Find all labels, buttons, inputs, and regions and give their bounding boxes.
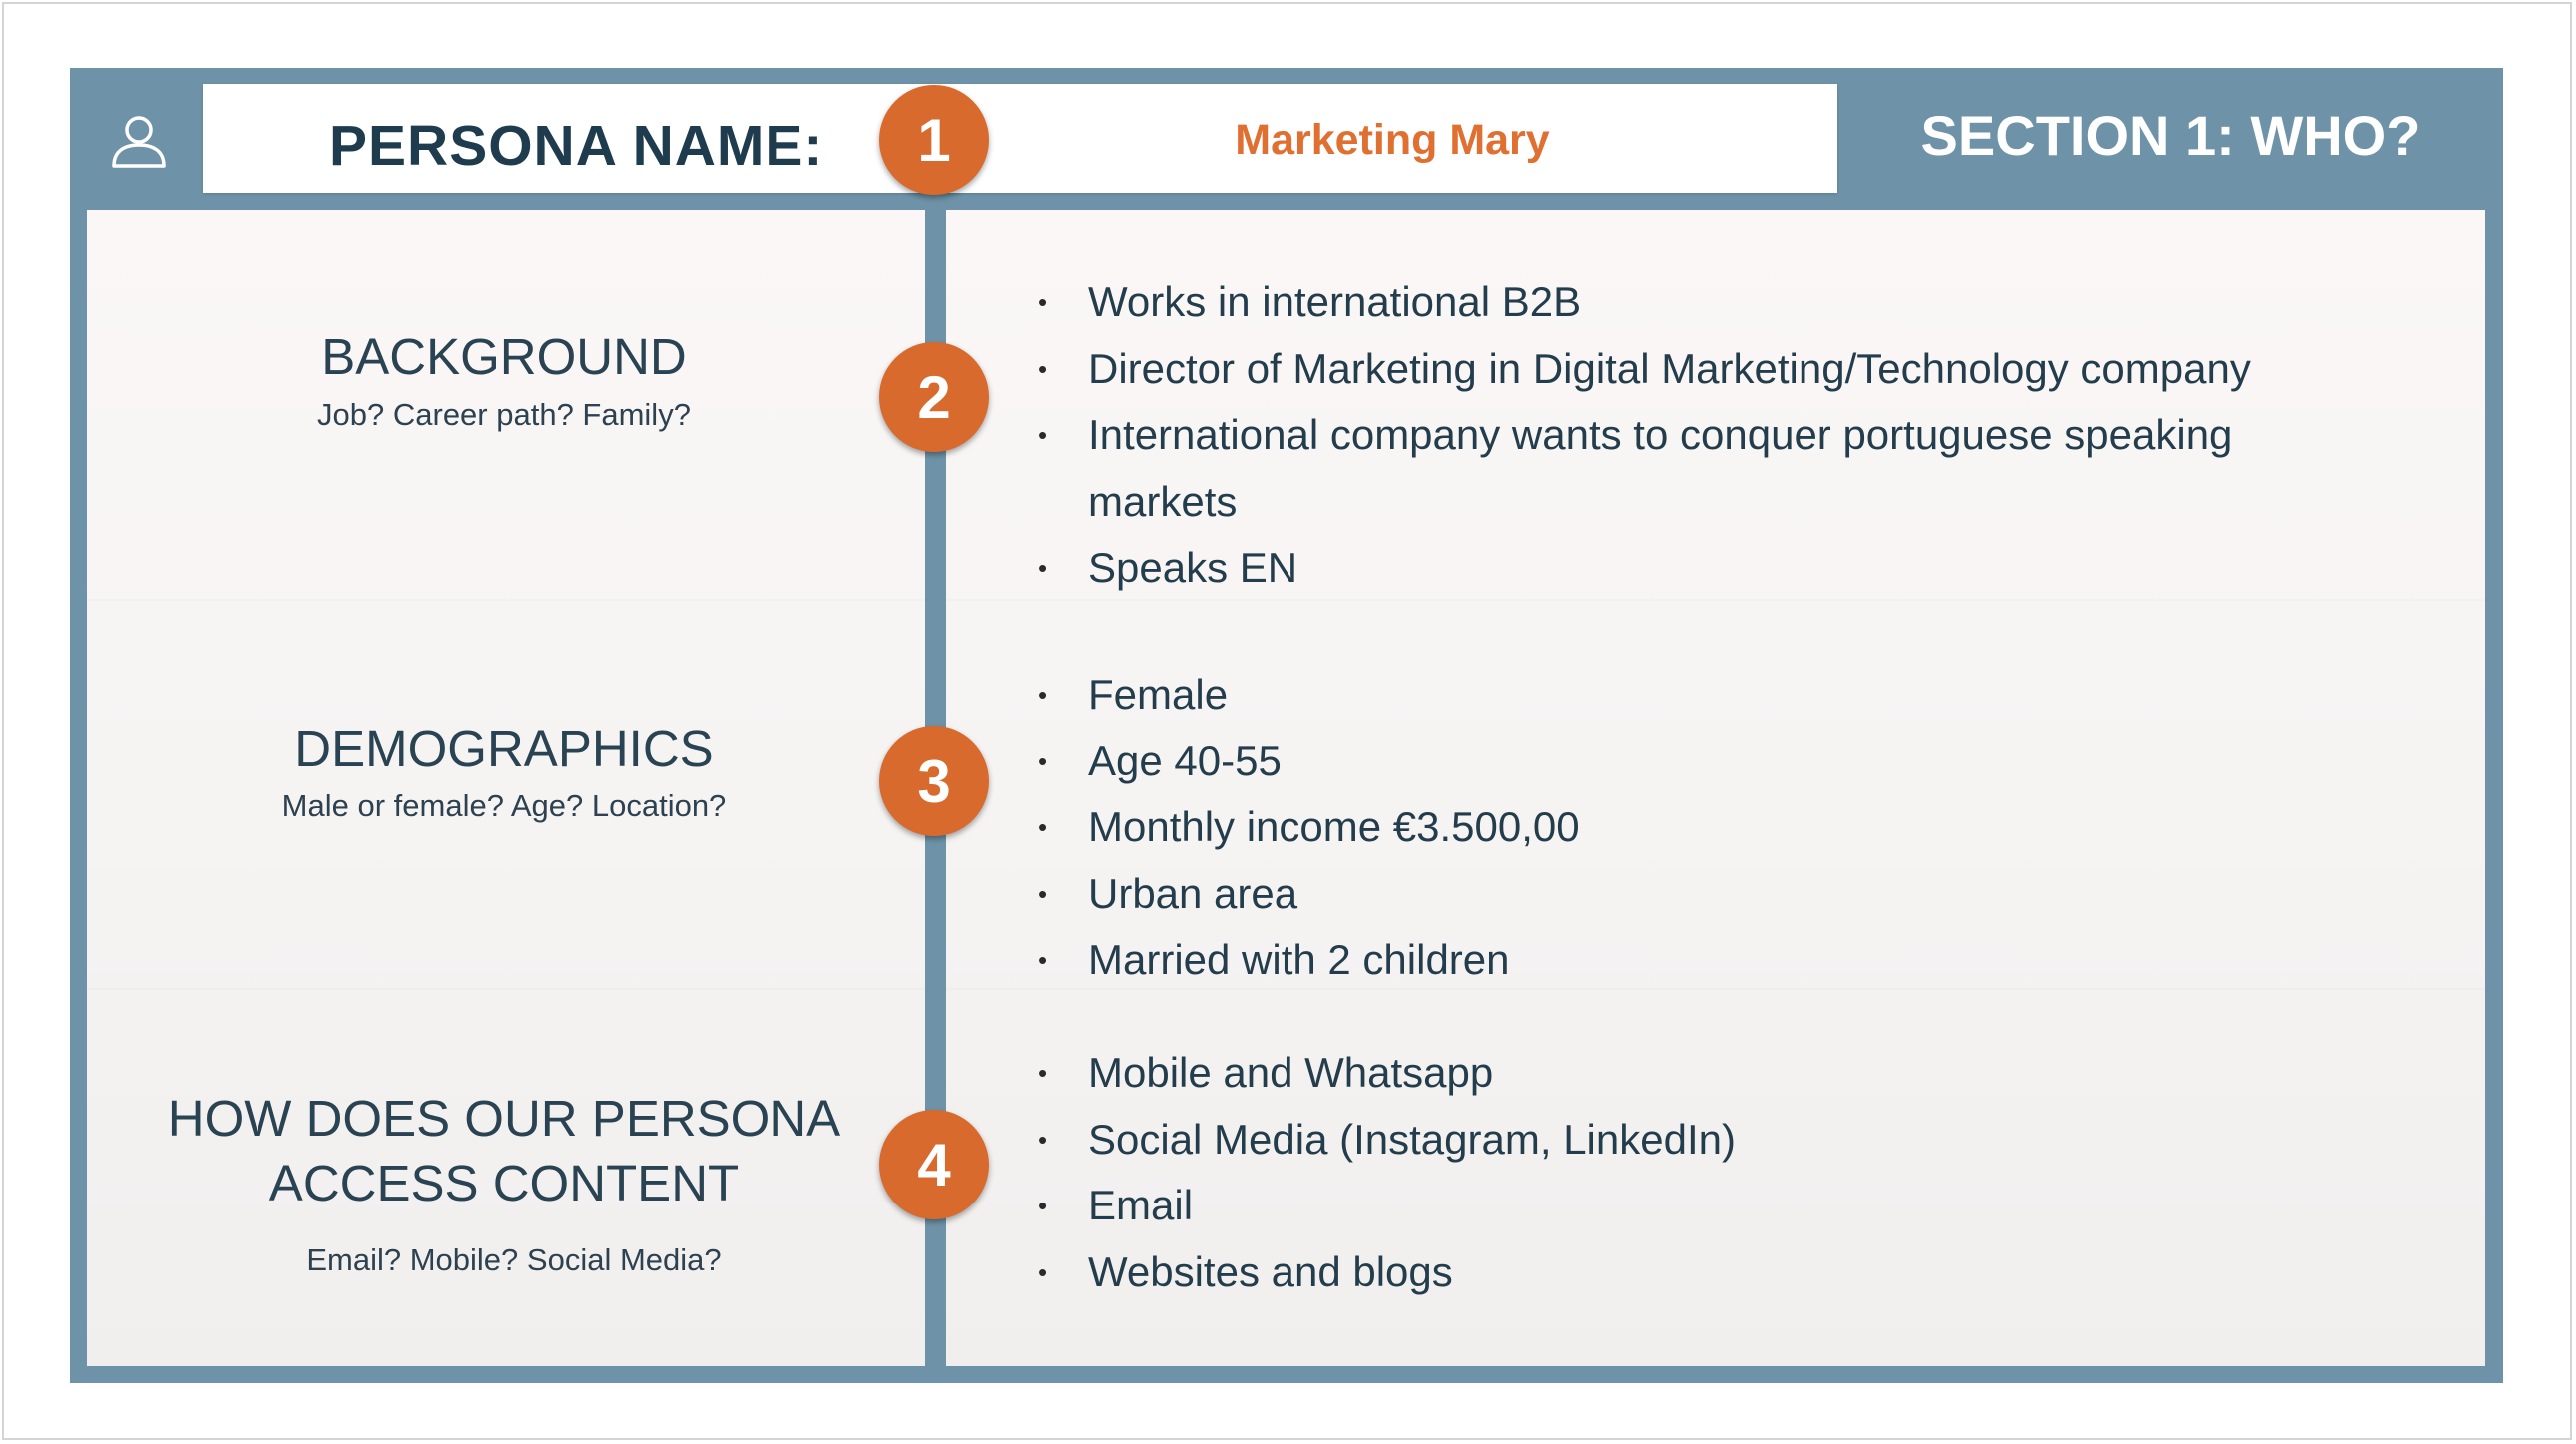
list-item: Websites and blogs — [1038, 1239, 1736, 1306]
list-item: Urban area — [1038, 861, 1580, 928]
user-icon — [112, 116, 166, 168]
band-divider — [87, 599, 925, 601]
access-content-title: HOW DOES OUR PERSONA ACCESS CONTENT — [167, 1090, 841, 1211]
questions-panel — [87, 210, 925, 1366]
section-title: SECTION 1: WHO? — [1920, 104, 2421, 167]
access-content-bullets: Mobile and Whatsapp Social Media (Instag… — [1038, 1040, 1736, 1305]
list-item: Female — [1038, 662, 1580, 728]
step-badge-4: 4 — [879, 1110, 989, 1219]
list-item: Social Media (Instagram, LinkedIn) — [1038, 1107, 1736, 1174]
step-badge-2: 2 — [879, 342, 989, 452]
list-item: Email — [1038, 1173, 1736, 1239]
list-item: Age 40-55 — [1038, 728, 1580, 795]
list-item: Mobile and Whatsapp — [1038, 1040, 1736, 1107]
background-subtitle: Job? Career path? Family? — [317, 397, 691, 432]
persona-name-label: PERSONA NAME: — [329, 114, 824, 178]
step-badge-1: 1 — [879, 85, 989, 195]
persona-name-box — [203, 84, 1837, 193]
step-badge-3: 3 — [879, 726, 989, 836]
persona-name-value: Marketing Mary — [1235, 116, 1550, 164]
background-title: BACKGROUND — [321, 328, 687, 385]
demographics-title: DEMOGRAPHICS — [294, 721, 714, 777]
list-item: Monthly income €3.500,00 — [1038, 794, 1580, 861]
band-divider — [87, 988, 925, 990]
list-item: International company wants to conquer p… — [1038, 402, 2365, 535]
access-content-subtitle: Email? Mobile? Social Media? — [306, 1242, 722, 1277]
list-item: Speaks EN — [1038, 535, 2365, 602]
list-item: Married with 2 children — [1038, 927, 1580, 994]
background-bullets: Works in international B2B Director of M… — [1038, 269, 2365, 602]
list-item: Works in international B2B — [1038, 269, 2365, 336]
demographics-subtitle: Male or female? Age? Location? — [281, 788, 727, 823]
demographics-bullets: Female Age 40-55 Monthly income €3.500,0… — [1038, 662, 1580, 994]
list-item: Director of Marketing in Digital Marketi… — [1038, 336, 2365, 403]
